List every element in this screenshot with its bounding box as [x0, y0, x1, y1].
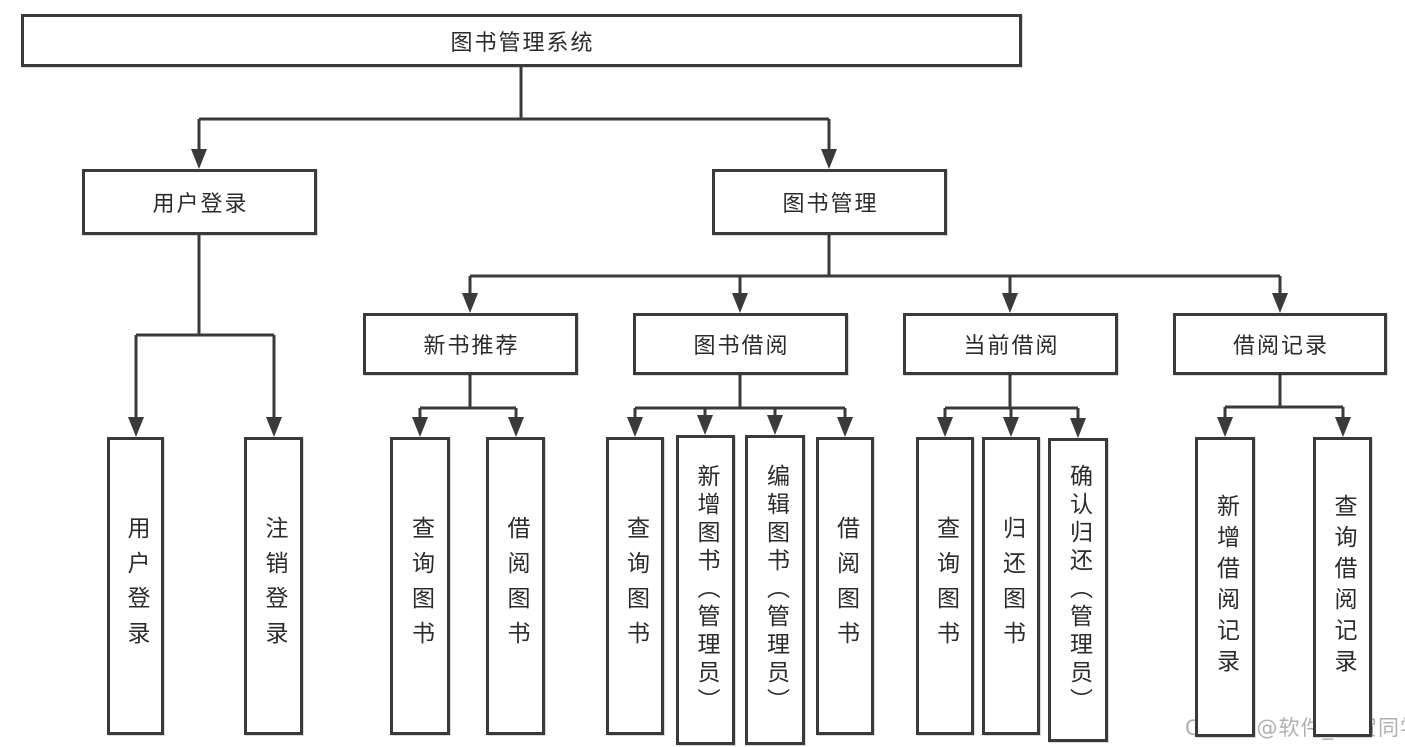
arrowhead-down-icon	[266, 417, 282, 437]
node-label: 借阅记录	[1232, 334, 1329, 359]
arrowhead-down-icon	[937, 417, 953, 437]
node-label: 图书管理系统	[450, 30, 595, 56]
node-borrow-books-1: 借阅图书	[486, 437, 545, 735]
node-label: 查询图书	[932, 516, 959, 656]
arrowhead-down-icon	[1070, 418, 1086, 438]
node-label: 新增借阅记录	[1212, 494, 1239, 680]
node-label: 新书推荐	[423, 334, 520, 359]
node-root: 图书管理系统	[21, 14, 1022, 67]
node-label: 注销登录	[261, 516, 287, 656]
arrowhead-down-icon	[1003, 417, 1019, 437]
node-book-borrowing: 图书借阅	[633, 313, 848, 375]
node-confirm-return-admin: 确认归还（管理员）	[1048, 438, 1108, 742]
node-user-login: 用户登录	[82, 169, 317, 235]
node-label: 查询图书	[407, 516, 434, 656]
node-label: 用户登录	[123, 516, 149, 656]
node-book-management: 图书管理	[712, 169, 947, 235]
node-label: 查询借阅记录	[1330, 494, 1356, 680]
node-label: 编辑图书（管理员）	[762, 464, 789, 716]
arrowhead-down-icon	[508, 417, 524, 437]
node-borrowing-records: 借阅记录	[1173, 313, 1387, 375]
node-logout: 注销登录	[244, 437, 303, 735]
node-label: 确认归还（管理员）	[1065, 464, 1092, 716]
arrowhead-down-icon	[1335, 417, 1351, 437]
arrowhead-down-icon	[1272, 293, 1288, 313]
node-label: 借阅图书	[832, 516, 859, 656]
arrowhead-down-icon	[732, 293, 748, 313]
node-query-books-2: 查询图书	[606, 437, 664, 735]
node-edit-books-admin: 编辑图书（管理员）	[745, 435, 805, 745]
arrowhead-down-icon	[1002, 293, 1018, 313]
arrowhead-down-icon	[462, 293, 478, 313]
node-login: 用户登录	[107, 437, 164, 735]
arrowhead-down-icon	[191, 149, 207, 169]
node-query-borrow-record: 查询借阅记录	[1313, 437, 1372, 737]
node-label: 借阅图书	[503, 516, 529, 656]
node-label: 查询图书	[622, 516, 649, 656]
node-label: 图书借阅	[693, 334, 790, 359]
arrowhead-down-icon	[697, 415, 713, 435]
node-label: 新增图书（管理员）	[693, 464, 719, 716]
node-return-books: 归还图书	[982, 437, 1040, 735]
node-current-borrowing: 当前借阅	[903, 313, 1118, 375]
node-add-books-admin: 新增图书（管理员）	[676, 435, 735, 745]
arrowhead-down-icon	[128, 417, 144, 437]
arrowhead-down-icon	[412, 417, 428, 437]
arrowhead-down-icon	[627, 417, 643, 437]
node-borrow-books-2: 借阅图书	[816, 437, 874, 735]
node-new-book-recommend: 新书推荐	[363, 313, 578, 375]
arrowhead-down-icon	[821, 149, 837, 169]
node-query-books-3: 查询图书	[916, 437, 974, 735]
arrowhead-down-icon	[1217, 417, 1233, 437]
node-add-borrow-record: 新增借阅记录	[1195, 437, 1255, 737]
node-label: 图书管理	[782, 192, 879, 217]
node-label: 当前借阅	[963, 334, 1060, 359]
node-label: 用户登录	[152, 192, 249, 217]
node-label: 归还图书	[998, 516, 1025, 656]
arrowhead-down-icon	[837, 417, 853, 437]
arrowhead-down-icon	[767, 415, 783, 435]
node-query-books-1: 查询图书	[390, 437, 450, 735]
